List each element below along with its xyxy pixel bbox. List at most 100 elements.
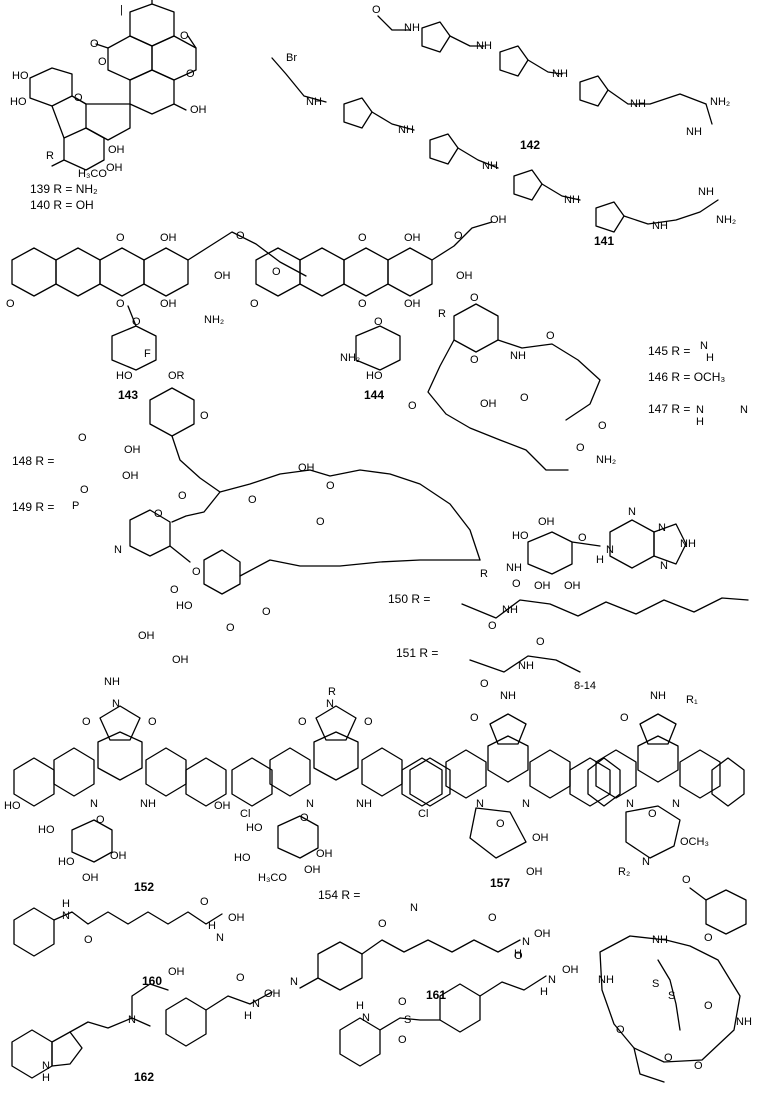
atom-label: OH xyxy=(562,964,579,976)
atom-label: H xyxy=(706,352,714,364)
structure-160 xyxy=(11,983,273,1079)
atom-label: NH xyxy=(552,68,568,80)
atom-label: O xyxy=(200,896,209,908)
atom-label: O xyxy=(578,532,587,544)
rgroup-139: 139 R = NH₂ xyxy=(30,182,98,196)
atom-label: O xyxy=(170,584,179,596)
atom-label: O xyxy=(616,1024,625,1036)
atom-label: O xyxy=(326,480,335,492)
atom-label: O xyxy=(200,410,209,422)
atom-label: O xyxy=(374,316,383,328)
atom-label: NH xyxy=(404,22,420,34)
atom-label: H xyxy=(696,416,704,428)
compound-number-141: 141 xyxy=(594,234,615,248)
atom-label: HO xyxy=(58,856,75,868)
atom-label: NH xyxy=(564,194,580,206)
atom-label: N xyxy=(548,974,556,986)
atom-label: | xyxy=(120,4,123,16)
atom-label: S xyxy=(652,978,660,990)
atom-label: H xyxy=(596,554,604,566)
atom-label: R₁ xyxy=(686,694,698,706)
atom-label: O xyxy=(98,56,107,68)
atom-label: 8-14 xyxy=(574,680,597,692)
atom-label: N xyxy=(306,798,314,810)
atom-label: O xyxy=(470,354,479,366)
atom-label: OH xyxy=(404,298,421,310)
atom-label: HO xyxy=(246,822,263,834)
atom-label: NH xyxy=(698,186,714,198)
atom-label: HO xyxy=(116,370,133,382)
atom-label: O xyxy=(192,566,201,578)
atom-label: NH xyxy=(652,220,668,232)
atom-label: OH xyxy=(108,144,125,156)
atom-label: N xyxy=(62,910,70,922)
atom-label: O xyxy=(598,420,607,432)
atom-label: P xyxy=(72,500,80,512)
compound-number-155: 157 xyxy=(490,876,511,890)
atom-label: N xyxy=(252,998,260,1010)
atom-label: OH xyxy=(160,232,177,244)
atom-label: N xyxy=(290,976,298,988)
atom-label: O xyxy=(378,918,387,930)
rgroup-150: 150 R = xyxy=(388,592,431,606)
atom-label: H xyxy=(356,1000,364,1012)
atom-label: H xyxy=(62,898,70,910)
atom-label: OH xyxy=(138,630,155,642)
atom-label: N xyxy=(216,932,224,944)
atom-label: OH xyxy=(124,444,141,456)
atom-label: O xyxy=(470,712,479,724)
atom-label: R xyxy=(328,686,336,698)
atom-label: O xyxy=(488,620,497,632)
atom-label: O xyxy=(262,606,271,618)
atom-label: O xyxy=(496,818,505,830)
atom-label: O xyxy=(358,298,367,310)
structure-142 xyxy=(377,15,713,125)
atom-label: NH xyxy=(650,690,666,702)
atom-label: NH xyxy=(140,798,156,810)
atom-label: N xyxy=(660,560,668,572)
atom-label: O xyxy=(236,230,245,242)
structure-156-157 xyxy=(587,713,747,935)
atom-label: OH xyxy=(298,462,315,474)
atom-label: O xyxy=(272,266,281,278)
atom-label: O xyxy=(364,716,373,728)
atom-label: OH xyxy=(490,214,507,226)
atom-label: O xyxy=(236,972,245,984)
atom-label: O xyxy=(154,508,163,520)
atom-label: HO xyxy=(10,96,27,108)
rgroup-140: 140 R = OH xyxy=(30,198,94,212)
atom-label: O xyxy=(398,1034,407,1046)
atom-label: OH xyxy=(532,832,549,844)
atom-label: O xyxy=(6,298,15,310)
atom-label: OH xyxy=(214,800,231,812)
atom-label: O xyxy=(82,716,91,728)
atom-label: N xyxy=(700,340,708,352)
atom-label: O xyxy=(576,442,585,454)
atom-label: OH xyxy=(82,872,99,884)
structure-150-151 xyxy=(461,519,749,673)
atom-label: O xyxy=(704,932,713,944)
atom-label: H xyxy=(208,920,216,932)
atom-label: O xyxy=(514,950,523,962)
atom-label: O xyxy=(80,484,89,496)
atom-label: N xyxy=(628,506,636,518)
atom-label: H xyxy=(540,986,548,998)
atom-label: O xyxy=(132,316,141,328)
atom-label: NH₂ xyxy=(716,214,737,226)
atom-label: NH xyxy=(630,98,646,110)
atom-label: O xyxy=(546,330,555,342)
atom-label: N xyxy=(740,404,748,416)
atom-label: OH xyxy=(538,516,555,528)
atom-label: R xyxy=(46,150,54,162)
atom-label: N xyxy=(476,798,484,810)
atom-label: N xyxy=(42,1060,50,1072)
atom-label: NH xyxy=(306,96,322,108)
atom-label: O xyxy=(248,494,257,506)
atom-label: F xyxy=(144,348,151,360)
atom-label: O xyxy=(512,578,521,590)
atom-label: NH₂ xyxy=(596,454,617,466)
atom-label: N xyxy=(522,936,530,948)
atom-label: R xyxy=(438,308,446,320)
atom-label: NH xyxy=(518,660,534,672)
atom-label: O xyxy=(74,92,83,104)
